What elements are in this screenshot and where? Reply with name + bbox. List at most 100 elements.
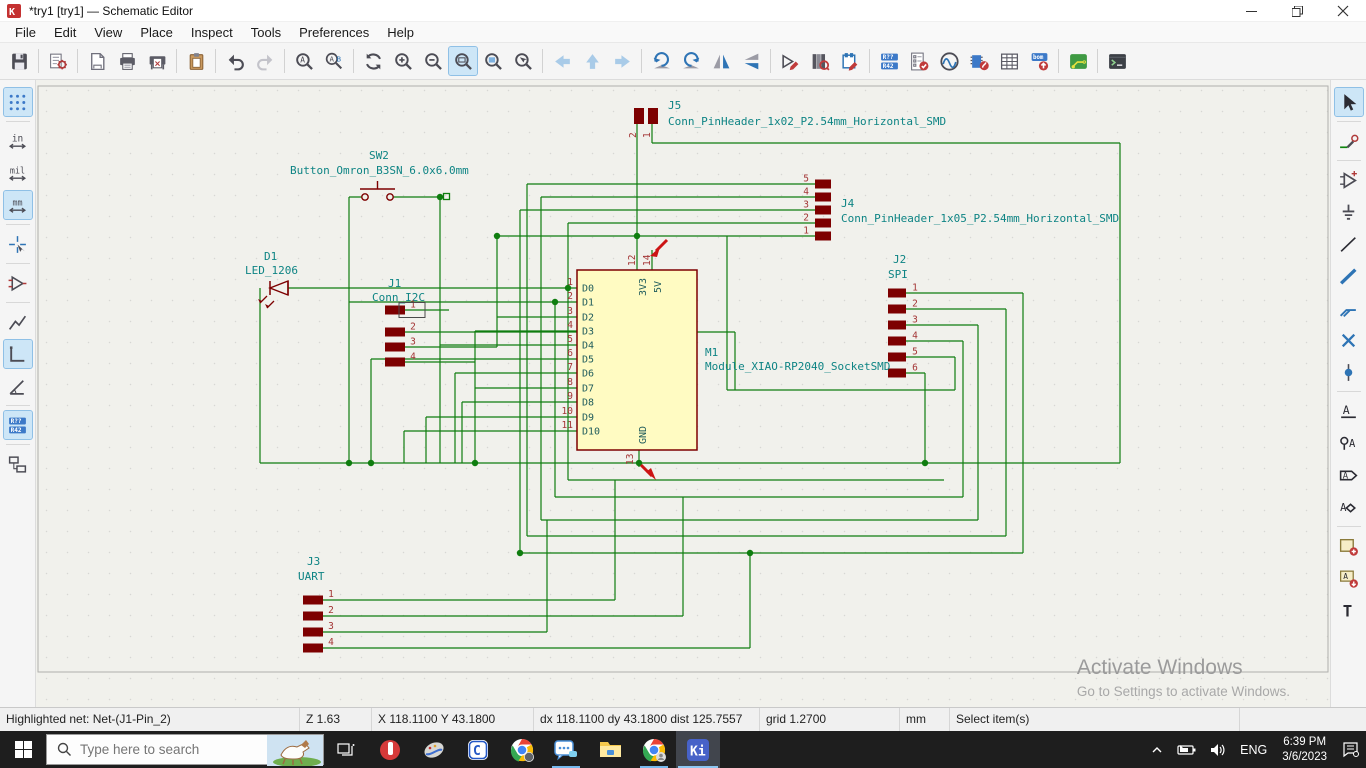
mirror-h-button[interactable] [707, 47, 735, 75]
component-sw2[interactable]: SW2 Button_Omron_B3SN_6.0x6.0mm [290, 149, 469, 201]
units-mm-button[interactable]: mm [2, 190, 33, 220]
taskbar-app-chrome[interactable] [500, 731, 544, 768]
close-button[interactable] [1320, 0, 1366, 22]
junction-button[interactable] [1335, 358, 1363, 386]
select-button[interactable] [1333, 87, 1364, 117]
battery-icon[interactable] [1170, 731, 1203, 768]
save-button[interactable] [5, 47, 33, 75]
export-bom-button[interactable]: bom [1025, 47, 1053, 75]
pad[interactable] [385, 305, 405, 315]
minimize-button[interactable] [1228, 0, 1274, 22]
volume-icon[interactable] [1203, 731, 1233, 768]
zoom-in-button[interactable] [389, 47, 417, 75]
pad[interactable] [888, 288, 906, 298]
hv-lines-button[interactable] [2, 339, 33, 369]
notification-center-icon[interactable] [1335, 731, 1366, 768]
pad[interactable] [888, 352, 906, 362]
zoom-fit-button[interactable] [448, 46, 478, 76]
free-angle-button[interactable] [4, 308, 32, 336]
pad[interactable] [815, 205, 831, 215]
highlight-net-button[interactable] [1335, 127, 1363, 155]
units-mil-button[interactable]: mil [4, 159, 32, 187]
taskbar-app-messaging[interactable] [544, 731, 588, 768]
taskbar-app-kicad[interactable]: Ki [676, 731, 720, 768]
m1-body[interactable] [576, 269, 698, 451]
schematic-canvas[interactable]: SW2 Button_Omron_B3SN_6.0x6.0mm D1 LED_1… [36, 80, 1330, 707]
bus-entry-button[interactable] [1335, 294, 1363, 322]
draw-wire-button[interactable] [1335, 230, 1363, 258]
assign-footprints-button[interactable] [965, 47, 993, 75]
zoom-selection-button[interactable] [509, 47, 537, 75]
annotate-auto-button[interactable]: R??R42 [2, 410, 33, 440]
pad[interactable] [815, 231, 831, 241]
place-power-button[interactable] [1335, 198, 1363, 226]
place-symbol-button[interactable] [1335, 166, 1363, 194]
print-button[interactable] [113, 47, 141, 75]
angle-45-button[interactable] [4, 372, 32, 400]
pad[interactable] [888, 336, 906, 346]
symbol-library-browser-button[interactable] [806, 47, 834, 75]
menu-preferences[interactable]: Preferences [299, 24, 370, 40]
pad[interactable] [888, 304, 906, 314]
grid-button[interactable] [2, 87, 33, 117]
hidden-pins-button[interactable] [4, 269, 32, 297]
connector-pads[interactable] [303, 108, 906, 653]
simulator-button[interactable] [935, 47, 963, 75]
pad[interactable] [385, 357, 405, 367]
python-console-button[interactable] [1103, 47, 1131, 75]
taskbar-app-chrome-profile[interactable] [632, 731, 676, 768]
hierarchical-label-button[interactable]: A [1335, 493, 1363, 521]
text-tool-button[interactable]: T [1335, 596, 1363, 624]
pad[interactable] [888, 368, 906, 378]
pad[interactable] [648, 108, 658, 124]
tray-chevron-icon[interactable] [1144, 731, 1170, 768]
pad[interactable] [815, 192, 831, 202]
pad[interactable] [385, 342, 405, 352]
menu-tools[interactable]: Tools [250, 24, 282, 40]
erc-marker-5v[interactable] [650, 238, 669, 257]
pad[interactable] [303, 643, 323, 653]
pcb-editor-button[interactable] [1064, 47, 1092, 75]
nav-up-button[interactable] [578, 47, 606, 75]
mirror-v-button[interactable] [737, 47, 765, 75]
pad[interactable] [888, 320, 906, 330]
task-view-button[interactable] [324, 731, 368, 768]
net-label-button[interactable]: A [1335, 397, 1363, 425]
language-indicator[interactable]: ENG [1240, 742, 1268, 757]
draw-bus-button[interactable] [1335, 262, 1363, 290]
start-button[interactable] [0, 731, 46, 768]
taskbar-search[interactable] [46, 734, 324, 766]
erc-marker-gnd[interactable] [639, 463, 656, 480]
menu-place[interactable]: Place [140, 24, 173, 40]
refresh-button[interactable] [359, 47, 387, 75]
component-d1[interactable]: D1 LED_1206 [245, 250, 298, 309]
hierarchy-navigator-button[interactable] [4, 450, 32, 478]
hierarchical-sheet-button[interactable] [1335, 532, 1363, 560]
no-connect-button[interactable] [1335, 326, 1363, 354]
pad[interactable] [815, 179, 831, 189]
taskbar-app-clipchamp[interactable]: C [456, 731, 500, 768]
nav-forward-button[interactable] [608, 47, 636, 75]
zoom-out-button[interactable] [419, 47, 447, 75]
rotate-cw-button[interactable] [677, 47, 705, 75]
rotate-ccw-button[interactable] [647, 47, 675, 75]
menu-view[interactable]: View [94, 24, 123, 40]
taskbar-app-paint[interactable] [412, 731, 456, 768]
symbol-fields-table-button[interactable] [995, 47, 1023, 75]
schematic-setup-button[interactable] [44, 47, 72, 75]
units-inch-button[interactable]: in [4, 127, 32, 155]
import-sheet-pin-button[interactable]: A [1335, 564, 1363, 592]
wire-net[interactable] [259, 123, 1121, 649]
pad[interactable] [303, 595, 323, 605]
directive-label-button[interactable]: A [1335, 429, 1363, 457]
restore-button[interactable] [1274, 0, 1320, 22]
taskbar-app-file-explorer[interactable] [588, 731, 632, 768]
crosshair-button[interactable] [4, 230, 32, 258]
undo-button[interactable] [221, 47, 249, 75]
sheet-editor-button[interactable] [836, 47, 864, 75]
taskbar-app-media[interactable] [368, 731, 412, 768]
zoom-objects-button[interactable] [479, 47, 507, 75]
erc-button[interactable] [905, 47, 933, 75]
